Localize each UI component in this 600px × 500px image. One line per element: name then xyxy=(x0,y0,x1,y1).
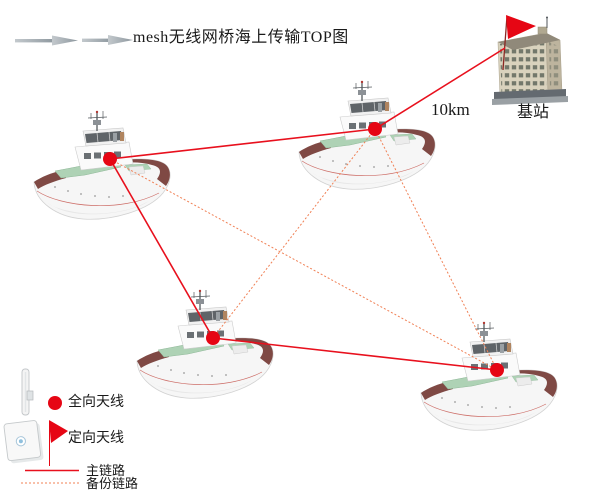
link-ship-2-ship-3 xyxy=(212,128,376,339)
ship-4 xyxy=(420,321,558,431)
ship-3 xyxy=(136,289,274,399)
omni-antenna-dot-ship-4 xyxy=(490,363,504,377)
base-station-label: 基站 xyxy=(517,104,550,121)
omni-antenna-dot-ship-3 xyxy=(206,331,220,345)
legend xyxy=(3,368,80,484)
distance-label: 10km xyxy=(431,100,470,119)
link-ship-2-ship-4 xyxy=(374,128,498,371)
link-ship-1-ship-2 xyxy=(109,128,376,160)
title-arrow-icon xyxy=(82,35,133,45)
link-ship-1-ship-3 xyxy=(109,158,214,339)
title-arrow-icon xyxy=(15,35,78,46)
link-ship-3-ship-4 xyxy=(212,337,498,371)
base-station-flag-icon xyxy=(502,15,536,71)
omni-antenna-icon xyxy=(48,396,62,410)
omni-antenna-dot-ship-2 xyxy=(368,122,382,136)
legend-main-link-label: 主链路 xyxy=(86,463,126,478)
omni-antenna-device-image xyxy=(21,368,34,416)
omni-antenna-dot-ship-1 xyxy=(103,152,117,166)
link-ship-1-ship-4 xyxy=(109,158,498,371)
legend-directional-antenna-label: 定向天线 xyxy=(68,431,124,446)
link-ship-2-base-station xyxy=(374,47,506,130)
base-station-building xyxy=(492,15,568,105)
directional-antenna-icon xyxy=(49,420,68,466)
ship-1 xyxy=(33,110,171,220)
legend-omni-antenna-label: 全向天线 xyxy=(68,395,124,410)
diagram-title: mesh无线网桥海上传输TOP图 xyxy=(133,29,349,46)
ap-device-image xyxy=(3,420,44,464)
legend-backup-link-label: 备份链路 xyxy=(86,476,139,491)
